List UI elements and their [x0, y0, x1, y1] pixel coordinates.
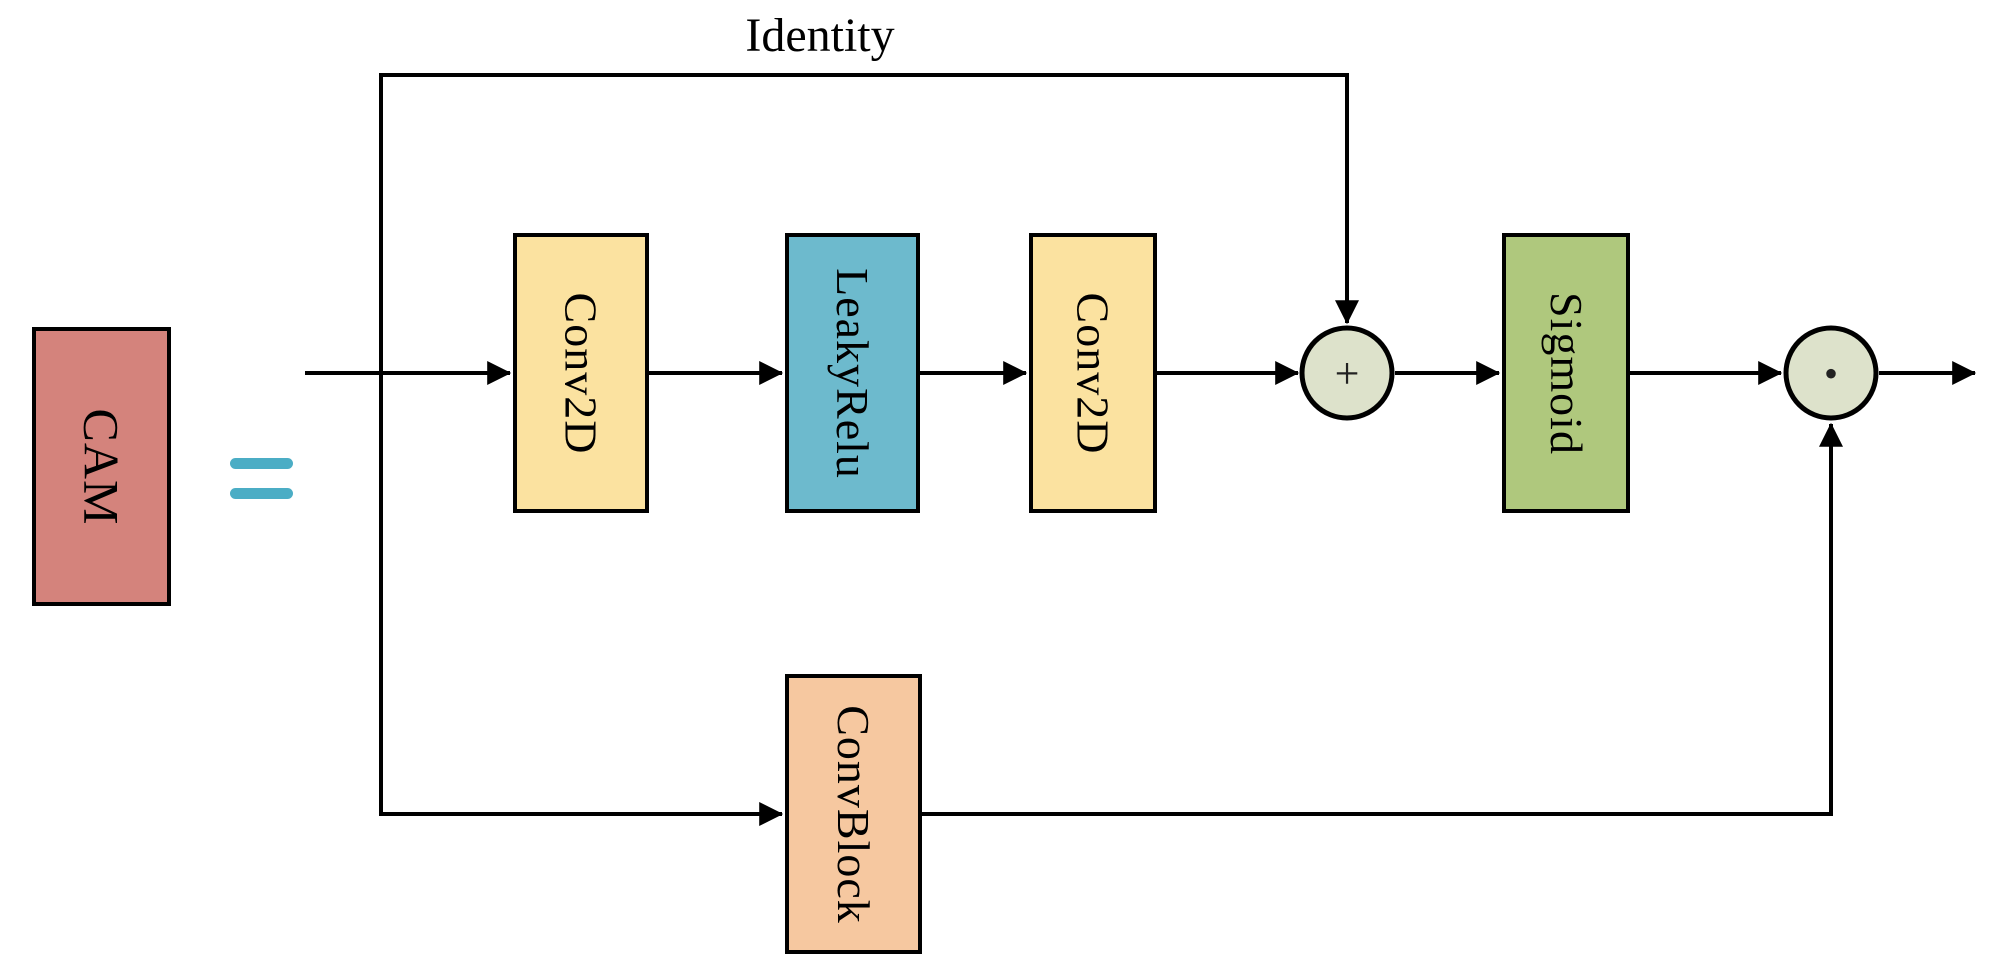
multiply-node-circle	[1783, 325, 1879, 421]
equals-top-bar	[230, 458, 293, 469]
convblock-block: ConvBlock	[785, 674, 922, 954]
leakyrelu-label: LeakyRelu	[827, 267, 878, 479]
conv2d-2-label: Conv2D	[1067, 292, 1119, 454]
sigmoid-label: Sigmoid	[1540, 291, 1592, 455]
cam-block-label: CAM	[73, 408, 130, 525]
wire-branch-to-convblock	[379, 802, 784, 826]
leakyrelu-block: LeakyRelu	[785, 233, 920, 513]
equals-bottom-bar	[230, 488, 293, 499]
sigmoid-block: Sigmoid	[1502, 233, 1630, 513]
identity-label: Identity	[745, 9, 895, 62]
conv2d-1-label: Conv2D	[555, 292, 607, 454]
convblock-label: ConvBlock	[828, 704, 879, 924]
add-symbol: +	[1335, 349, 1360, 398]
cam-block: CAM	[32, 327, 171, 606]
conv2d-2-block: Conv2D	[1029, 233, 1157, 513]
conv2d-1-block: Conv2D	[513, 233, 649, 513]
wire-convblock-to-multiply	[922, 422, 1843, 816]
add-node-circle	[1299, 325, 1395, 421]
multiply-symbol: •	[1824, 351, 1838, 396]
identity-wire	[379, 73, 1359, 325]
